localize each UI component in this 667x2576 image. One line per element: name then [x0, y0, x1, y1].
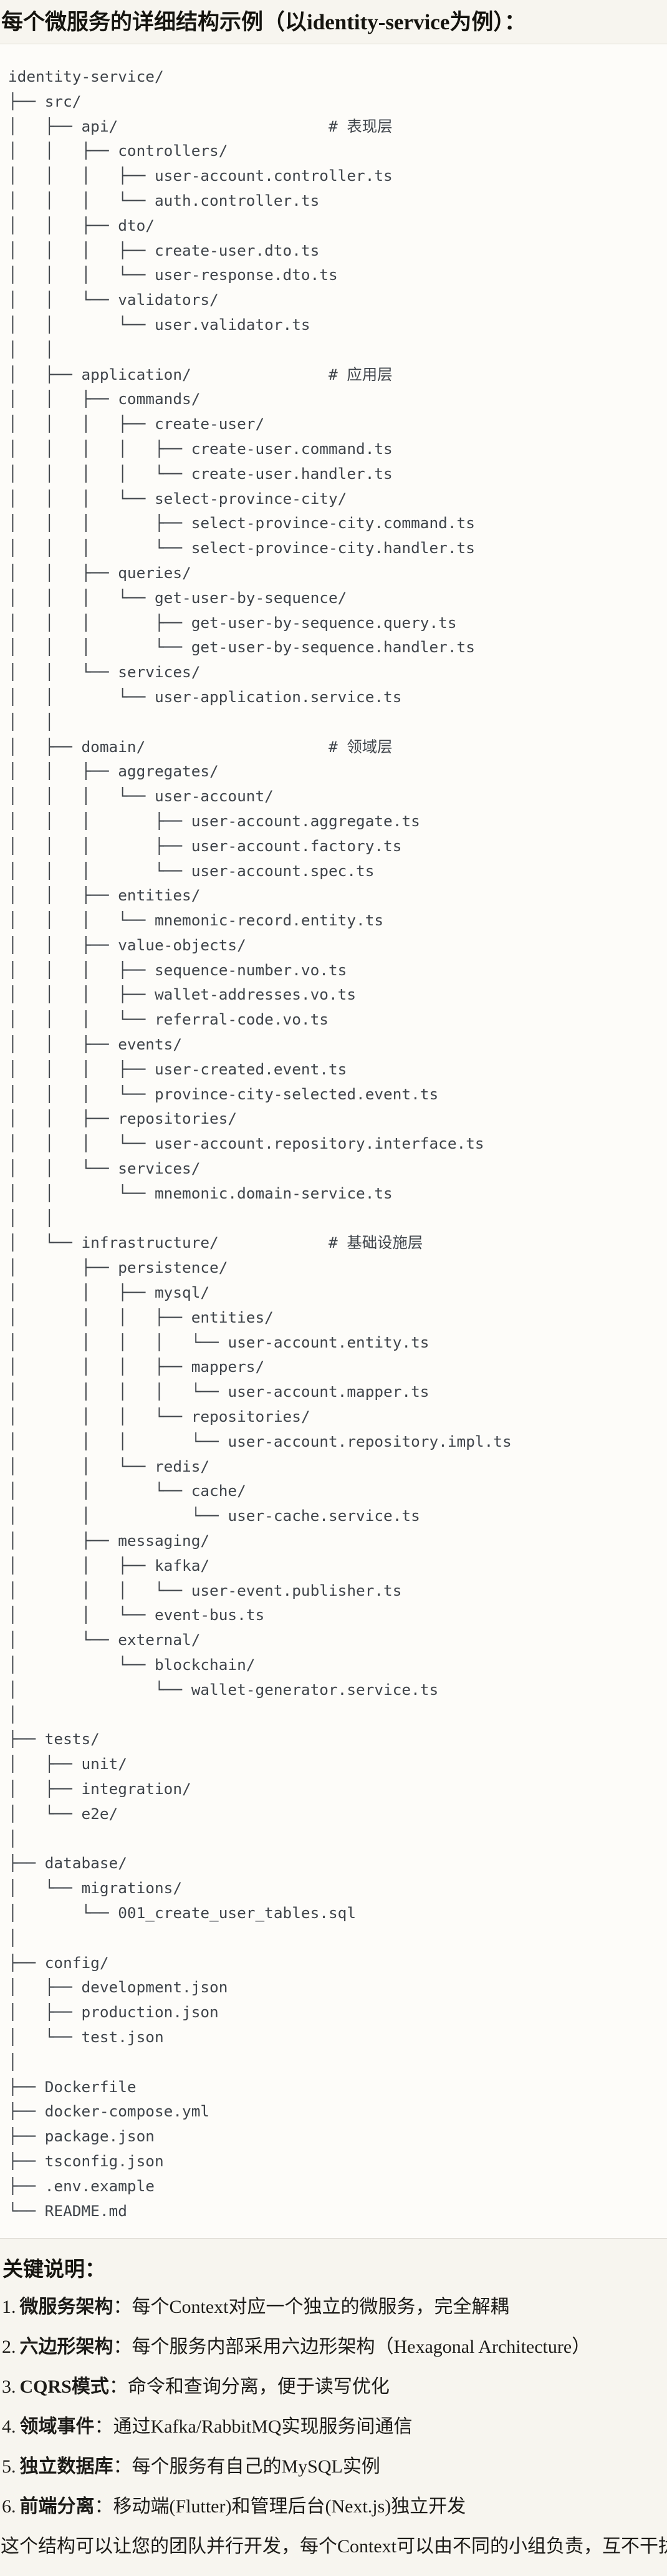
note-item-number: 2.	[2, 2337, 16, 2358]
note-item-number: 3.	[2, 2376, 16, 2398]
note-item-text: ：每个服务内部采用六边形架构（Hexagonal Architecture）	[113, 2337, 591, 2358]
note-item-text: ：命令和查询分离，便于读写优化	[108, 2376, 390, 2398]
note-item-label: 领域事件	[19, 2416, 95, 2438]
note-item-label: 独立数据库	[19, 2456, 113, 2477]
note-item-label: 六边形架构	[19, 2337, 113, 2358]
page-title: 每个微服务的详细结构示例（以identity-service为例）：	[1, 10, 526, 34]
note-item: 5.独立数据库：每个服务有自己的MySQL实例	[2, 2458, 667, 2476]
note-item: 4.领域事件：通过Kafka/RabbitMQ实现服务间通信	[2, 2418, 667, 2436]
directory-tree: identity-service/ ├── src/ │ ├── api/ # …	[8, 67, 512, 2220]
note-item-label: CQRS模式	[19, 2376, 109, 2398]
notes-heading: 关键说明：	[2, 2259, 105, 2282]
closing-paragraph: 这个结构可以让您的团队并行开发，每个Context可以由不同的小组负责，互不干扰…	[1, 2536, 667, 2557]
note-item-text: ：通过Kafka/RabbitMQ实现服务间通信	[94, 2416, 413, 2438]
document-page: 每个微服务的详细结构示例（以identity-service为例）： ident…	[0, 9, 667, 2556]
note-item: 2.六边形架构：每个服务内部采用六边形架构（Hexagonal Architec…	[2, 2338, 667, 2357]
directory-tree-code-block: identity-service/ ├── src/ │ ├── api/ # …	[0, 44, 667, 2239]
note-item-text: ：每个服务有自己的MySQL实例	[113, 2456, 380, 2477]
note-item-label: 前端分离	[19, 2496, 95, 2517]
note-item: 6.前端分离：移动端(Flutter)和管理后台(Next.js)独立开发	[2, 2497, 667, 2516]
note-item-number: 4.	[2, 2416, 16, 2438]
note-item-label: 微服务架构	[19, 2297, 113, 2318]
note-item: 1.微服务架构：每个Context对应一个独立的微服务，完全解耦	[2, 2298, 667, 2317]
note-item-text: ：每个Context对应一个独立的微服务，完全解耦	[113, 2297, 509, 2318]
note-item-text: ：移动端(Flutter)和管理后台(Next.js)独立开发	[94, 2496, 466, 2517]
note-item-number: 5.	[2, 2456, 16, 2477]
note-item: 3.CQRS模式：命令和查询分离，便于读写优化	[2, 2378, 667, 2396]
note-item-number: 1.	[2, 2297, 16, 2318]
note-item-number: 6.	[2, 2496, 16, 2517]
